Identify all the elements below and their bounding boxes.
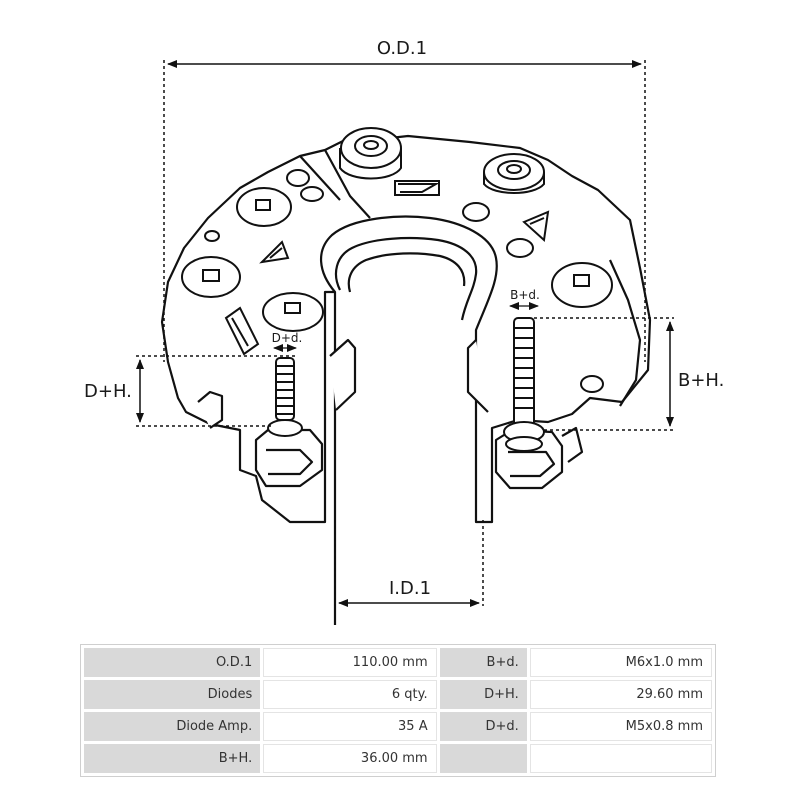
bh-label: B+H. [678,370,724,391]
rectifier-body [160,134,652,625]
spec-value: 29.60 mm [529,680,712,709]
bd-label: B+d. [510,288,540,302]
table-row: Diodes 6 qty. D+H. 29.60 mm [84,680,712,709]
diode-cells [181,187,613,332]
spec-value: M5x0.8 mm [529,712,712,741]
terminal-studs [339,127,545,194]
spec-label: Diode Amp. [84,712,261,741]
spec-value: 110.00 mm [263,648,437,677]
spec-value: 35 A [263,712,437,741]
markings [204,169,604,393]
spec-label: D+d. [439,712,527,741]
spec-label: Diodes [84,680,261,709]
spec-label: O.D.1 [84,648,261,677]
spec-value: M6x1.0 mm [529,648,712,677]
table-row: O.D.1 110.00 mm B+d. M6x1.0 mm [84,648,712,677]
table-row: Diode Amp. 35 A D+d. M5x0.8 mm [84,712,712,741]
od-label: O.D.1 [377,38,427,59]
spec-label [439,744,527,773]
spec-value: 36.00 mm [263,744,437,773]
spec-label: B+d. [439,648,527,677]
screw-left [267,357,303,437]
spec-label: D+H. [439,680,527,709]
screw-right [503,317,545,452]
spec-value [529,744,712,773]
spec-label: B+H. [84,744,261,773]
spec-value: 6 qty. [263,680,437,709]
table-row: B+H. 36.00 mm [84,744,712,773]
dd-label: D+d. [272,331,303,345]
spec-table: O.D.1 110.00 mm B+d. M6x1.0 mm Diodes 6 … [80,644,716,777]
dimension-lines [136,60,674,607]
id-label: I.D.1 [389,578,431,599]
rectifier-diagram: O.D.1 I.D.1 D+H. B+H. B+d. D+d. [84,38,724,625]
dh-label: D+H. [84,381,132,402]
